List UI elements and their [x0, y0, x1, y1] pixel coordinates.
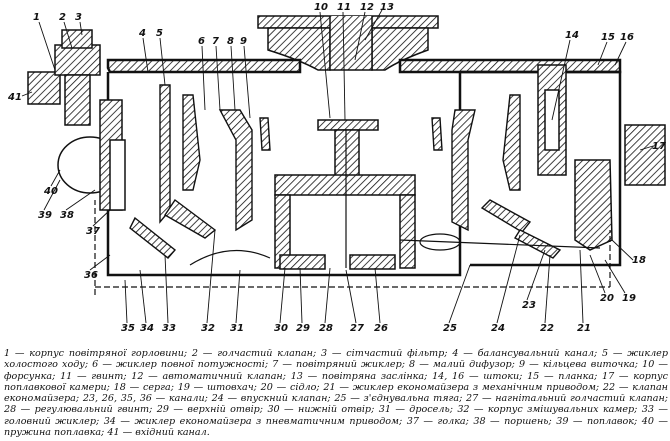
callout-13: 13 — [380, 2, 394, 13]
callout-38: 38 — [60, 210, 74, 221]
callout-11: 11 — [337, 2, 351, 13]
callout-33: 33 — [162, 323, 176, 334]
callout-23: 23 — [522, 300, 536, 311]
callout-25: 25 — [443, 323, 457, 334]
callout-30: 30 — [274, 323, 288, 334]
callout-37: 37 — [86, 226, 100, 237]
callout-5: 5 — [156, 28, 163, 39]
carburetor-drawing: 1 2 3 4 5 6 7 8 9 10 11 12 13 14 15 16 1… — [7, 2, 666, 334]
callout-31: 31 — [230, 323, 244, 334]
callout-18: 18 — [632, 255, 646, 266]
callout-32: 32 — [201, 323, 215, 334]
callout-24: 24 — [491, 323, 505, 334]
callout-27: 27 — [350, 323, 364, 334]
callout-20: 20 — [600, 293, 614, 304]
figure-legend: 1 — корпус повітряної горловини; 2 — гол… — [4, 348, 668, 440]
callout-8: 8 — [227, 36, 234, 47]
linkage — [94, 200, 611, 295]
callout-22: 22 — [540, 323, 554, 334]
callout-41: 41 — [7, 92, 22, 103]
callout-36: 36 — [84, 270, 98, 281]
callout-28: 28 — [319, 323, 333, 334]
callout-40: 40 — [43, 186, 58, 197]
callout-3: 3 — [75, 12, 82, 23]
callout-1: 1 — [33, 12, 40, 23]
callout-39: 39 — [38, 210, 52, 221]
callout-10: 10 — [314, 2, 328, 13]
fuel-inlet-assembly — [27, 29, 126, 211]
callout-29: 29 — [296, 323, 310, 334]
callout-15: 15 — [601, 32, 615, 43]
callout-6: 6 — [198, 36, 205, 47]
callout-21: 21 — [577, 323, 591, 334]
callout-16: 16 — [620, 32, 634, 43]
callout-26: 26 — [374, 323, 388, 334]
callout-19: 19 — [622, 293, 636, 304]
callout-35: 35 — [121, 323, 135, 334]
legend-text: 1 — корпус повітряної горловини; 2 — гол… — [4, 348, 668, 439]
carburetor-diagram: 1 2 3 4 5 6 7 8 9 10 11 12 13 14 15 16 1… — [7, 2, 666, 334]
callout-4: 4 — [138, 28, 146, 39]
callout-numbers: 1 2 3 4 5 6 7 8 9 10 11 12 13 14 15 16 1… — [7, 2, 666, 334]
callout-34: 34 — [140, 323, 154, 334]
callout-17: 17 — [652, 141, 666, 152]
leader-lines — [21, 9, 654, 324]
left-diffusers — [129, 84, 271, 259]
right-diffusers — [431, 94, 562, 259]
callout-14: 14 — [565, 30, 579, 41]
accelerator-pump — [274, 119, 416, 270]
callout-2: 2 — [59, 12, 66, 23]
callout-9: 9 — [240, 36, 247, 47]
float-chamber — [537, 64, 666, 251]
callout-12: 12 — [360, 2, 374, 13]
callout-7: 7 — [212, 36, 219, 47]
